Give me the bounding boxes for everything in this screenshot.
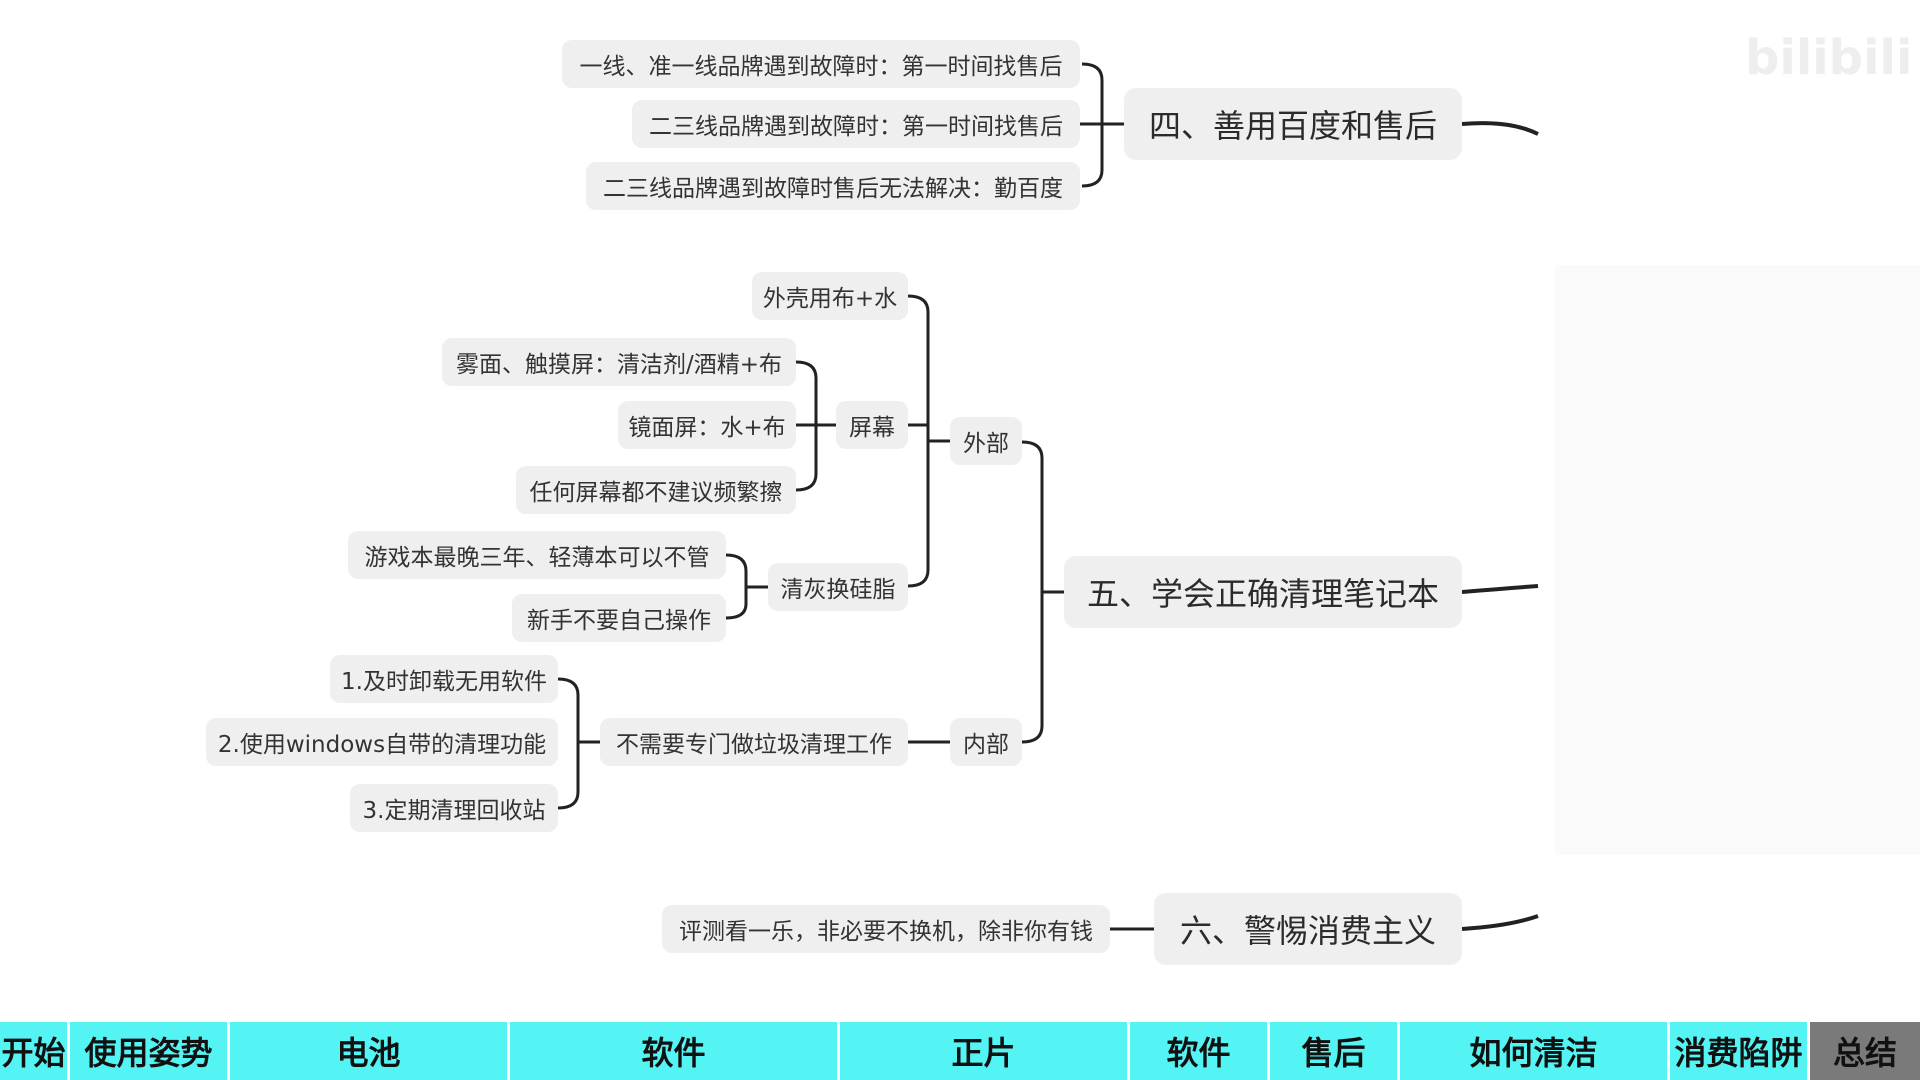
- node-section4[interactable]: 四、善用百度和售后: [1124, 88, 1462, 160]
- node-no-clean[interactable]: 不需要专门做垃圾清理工作: [600, 718, 908, 766]
- shell-label: 外壳用布+水: [762, 286, 898, 312]
- s4-item-3-label: 二三线品牌遇到故障时售后无法解决：勤百度: [603, 176, 1063, 202]
- node-s4-item-3[interactable]: 二三线品牌遇到故障时售后无法解决：勤百度: [586, 162, 1080, 210]
- node-uninstall[interactable]: 1.及时卸载无用软件: [330, 655, 558, 703]
- node-internal[interactable]: 内部: [950, 718, 1022, 766]
- node-s4-item-2[interactable]: 二三线品牌遇到故障时：第一时间找售后: [632, 100, 1080, 148]
- windows-cleanup-label: 2.使用windows自带的清理功能: [217, 732, 547, 758]
- screen-label: 屏幕: [849, 415, 895, 441]
- side-panel-background: [1555, 265, 1920, 855]
- connector-s4-out: [1461, 121, 1539, 136]
- node-screen-glossy[interactable]: 镜面屏：水+布: [618, 401, 796, 449]
- chapter-segment[interactable]: 总结: [1810, 1022, 1920, 1080]
- connector-dust-bracket: [725, 553, 748, 620]
- uninstall-label: 1.及时卸载无用软件: [341, 669, 547, 695]
- node-section6[interactable]: 六、警惕消费主义: [1154, 893, 1462, 965]
- node-s4-item-1[interactable]: 一线、准一线品牌遇到故障时：第一时间找售后: [562, 40, 1080, 88]
- connector-external-bracket: [907, 294, 930, 588]
- dust-label: 清灰换硅脂: [780, 577, 896, 603]
- s4-item-2-label: 二三线品牌遇到故障时：第一时间找售后: [649, 114, 1063, 140]
- connector-s5-out: [1461, 584, 1539, 594]
- chapter-segment[interactable]: 电池: [230, 1022, 510, 1080]
- screen-matte-label: 雾面、触摸屏：清洁剂/酒精+布: [455, 352, 783, 378]
- chapter-segment[interactable]: 软件: [510, 1022, 840, 1080]
- internal-label: 内部: [963, 732, 1009, 758]
- connector-s5-bracket: [1021, 440, 1044, 744]
- connector-s6-out: [1461, 914, 1539, 931]
- s6-item-label: 评测看一乐，非必要不换机，除非你有钱: [679, 919, 1093, 945]
- chapter-segment[interactable]: 正片: [840, 1022, 1130, 1080]
- section6-title: 六、警惕消费主义: [1179, 912, 1436, 950]
- chapter-segment[interactable]: 使用姿势: [70, 1022, 230, 1080]
- node-external[interactable]: 外部: [950, 417, 1022, 465]
- external-label: 外部: [963, 431, 1009, 457]
- section5-title: 五、学会正确清理笔记本: [1086, 575, 1439, 613]
- node-s6-item[interactable]: 评测看一乐，非必要不换机，除非你有钱: [662, 905, 1110, 953]
- chapter-segment[interactable]: 开始: [0, 1022, 70, 1080]
- chapter-segment[interactable]: 如何清洁: [1400, 1022, 1670, 1080]
- chapter-segment[interactable]: 消费陷阱: [1670, 1022, 1810, 1080]
- screen-warning-label: 任何屏幕都不建议频繁擦: [529, 480, 783, 506]
- connector-noclean-bracket: [557, 677, 580, 810]
- node-screen-matte[interactable]: 雾面、触摸屏：清洁剂/酒精+布: [442, 338, 796, 386]
- node-screen[interactable]: 屏幕: [836, 401, 908, 449]
- chapter-segment[interactable]: 软件: [1130, 1022, 1270, 1080]
- node-recycle-bin[interactable]: 3.定期清理回收站: [350, 784, 558, 832]
- node-shell[interactable]: 外壳用布+水: [752, 272, 908, 320]
- recycle-bin-label: 3.定期清理回收站: [362, 798, 546, 824]
- chapter-bar: 开始使用姿势电池软件正片软件售后如何清洁消费陷阱总结: [0, 1022, 1920, 1080]
- screen-glossy-label: 镜面屏：水+布: [628, 415, 786, 441]
- node-windows-cleanup[interactable]: 2.使用windows自带的清理功能: [206, 718, 558, 766]
- node-dust[interactable]: 清灰换硅脂: [768, 563, 908, 611]
- chapter-segment[interactable]: 售后: [1270, 1022, 1400, 1080]
- node-dust-gaming[interactable]: 游戏本最晚三年、轻薄本可以不管: [348, 531, 726, 579]
- s4-item-1-label: 一线、准一线品牌遇到故障时：第一时间找售后: [579, 54, 1063, 80]
- no-clean-label: 不需要专门做垃圾清理工作: [616, 732, 892, 758]
- bilibili-watermark: bilibili: [1745, 30, 1913, 86]
- dust-gaming-label: 游戏本最晚三年、轻薄本可以不管: [364, 545, 710, 571]
- dust-newbie-label: 新手不要自己操作: [527, 608, 711, 634]
- node-dust-newbie[interactable]: 新手不要自己操作: [512, 594, 726, 642]
- node-screen-warning[interactable]: 任何屏幕都不建议频繁擦: [516, 466, 796, 514]
- section4-title: 四、善用百度和售后: [1148, 107, 1437, 145]
- node-section5[interactable]: 五、学会正确清理笔记本: [1064, 556, 1462, 628]
